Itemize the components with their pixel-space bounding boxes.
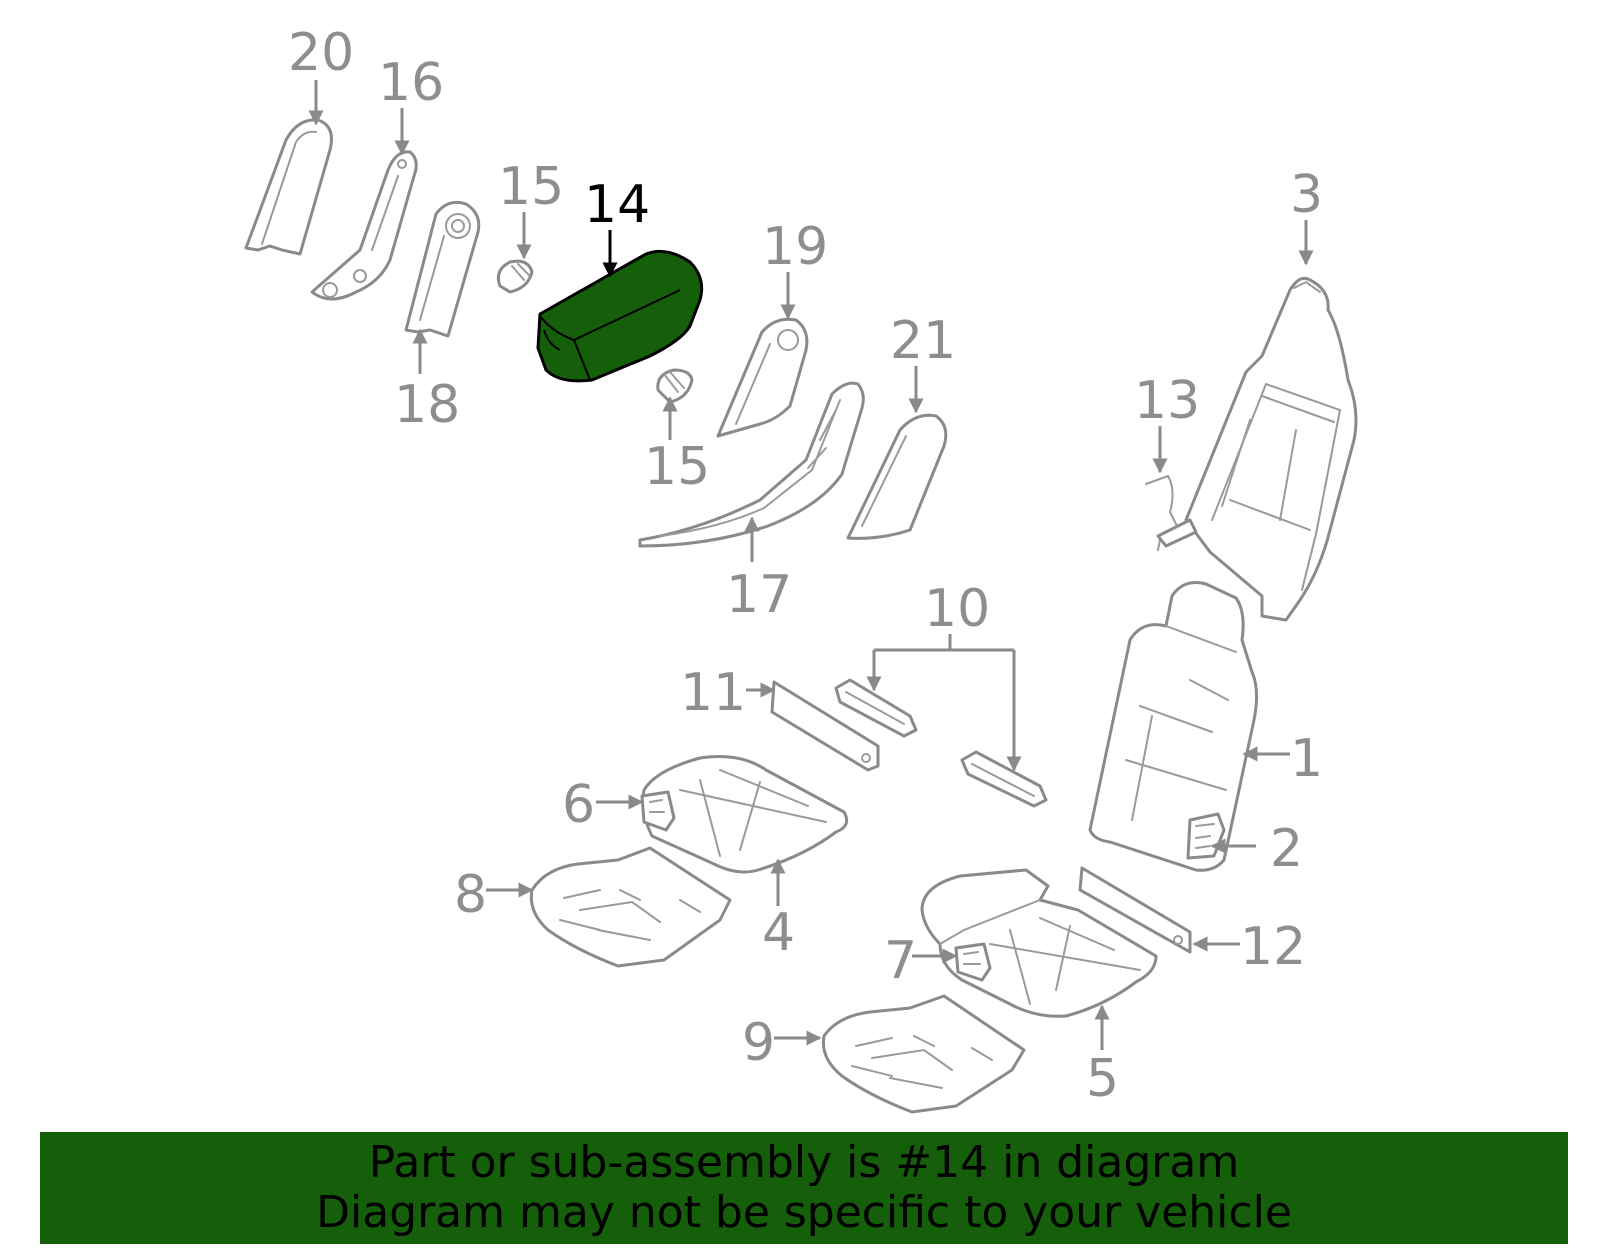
part-15-clip-bottom (656, 368, 694, 404)
part-10-trim-lower (960, 750, 1048, 808)
part-11-trim-strip (770, 680, 880, 772)
part-17-frame-cover (638, 381, 865, 548)
callout-15-top: 15 (498, 157, 564, 217)
banner-line-2: Diagram may not be specific to your vehi… (316, 1187, 1292, 1238)
callout-17: 17 (726, 565, 792, 625)
part-14-armrest-highlighted (536, 249, 704, 383)
part-3-seatback-frame (1184, 276, 1358, 622)
callout-12: 12 (1240, 917, 1306, 977)
part-16-bracket (310, 150, 418, 301)
part-10-trim-upper (834, 678, 918, 738)
part-13-harness (1145, 474, 1198, 551)
callout-2: 2 (1270, 819, 1303, 879)
info-banner: Part or sub-assembly is #14 in diagram D… (40, 1132, 1568, 1244)
callout-13: 13 (1134, 371, 1200, 431)
callout-1: 1 (1290, 729, 1323, 789)
part-19-cover (716, 317, 809, 438)
callout-3: 3 (1290, 165, 1323, 225)
callout-9: 9 (742, 1013, 775, 1073)
callout-10: 10 (924, 579, 990, 639)
callout-14: 14 (584, 175, 650, 235)
callout-8: 8 (454, 865, 487, 925)
part-4-cushion-pad (641, 755, 849, 874)
callout-5: 5 (1086, 1049, 1119, 1109)
part-8-seat-pan (529, 846, 732, 968)
callout-21: 21 (890, 311, 956, 371)
callout-6: 6 (562, 775, 595, 835)
callout-18: 18 (394, 375, 460, 435)
part-6-bracket (640, 790, 676, 832)
callout-4: 4 (762, 903, 795, 963)
part-1-seatback (1088, 581, 1259, 872)
callout-20: 20 (288, 23, 354, 83)
callout-19: 19 (762, 217, 828, 277)
callout-15-bottom: 15 (644, 437, 710, 497)
part-9-seat-pan (821, 994, 1026, 1114)
callout-7: 7 (884, 931, 917, 991)
part-7-bracket (954, 942, 992, 982)
part-18-shield (404, 200, 481, 338)
part-15-clip-top (496, 259, 534, 294)
banner-line-1: Part or sub-assembly is #14 in diagram (368, 1137, 1240, 1188)
part-20-panel (244, 118, 333, 256)
part-12-trim-strip (1078, 866, 1192, 954)
part-21-panel (846, 413, 948, 540)
callout-11: 11 (680, 663, 746, 723)
callout-16: 16 (378, 53, 444, 113)
